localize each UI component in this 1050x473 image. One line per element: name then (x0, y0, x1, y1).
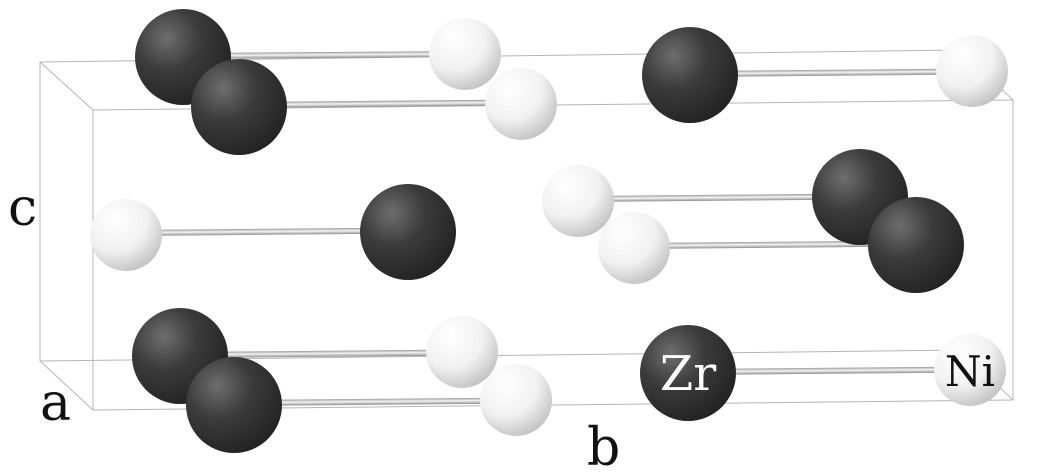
zr-atom (360, 184, 456, 280)
ni-atom (485, 68, 557, 140)
ni-atom (426, 316, 498, 388)
axis-label-c: c (8, 178, 37, 238)
zr-atom (186, 357, 282, 453)
zr-ni-bond (233, 397, 517, 406)
ni-atom (480, 364, 552, 436)
ni-atom (429, 18, 501, 90)
zr-ni-bond (179, 349, 463, 358)
zr-atom-labeled (640, 325, 736, 421)
zr-ni-bond (238, 99, 522, 108)
ni-atom-labeled (934, 334, 1006, 406)
axis-label-b: b (587, 418, 620, 473)
zr-ni-bond (687, 366, 971, 375)
zr-ni-bond (689, 68, 973, 77)
ni-atom (90, 199, 162, 271)
zr-atom (868, 197, 964, 293)
zr-ni-bond (125, 227, 409, 236)
ni-label: Ni (945, 347, 995, 396)
axis-label-a: a (40, 373, 71, 433)
ni-atom (936, 35, 1008, 107)
ni-atom (598, 212, 670, 284)
zr-ni-bond (182, 51, 466, 59)
zr-atom (191, 59, 287, 155)
atoms (90, 9, 1008, 453)
bonds (125, 51, 973, 406)
zr-atom (642, 27, 738, 123)
ni-atom (542, 165, 614, 237)
zr-label: Zr (660, 346, 716, 402)
zr-ni-bond (577, 193, 861, 202)
